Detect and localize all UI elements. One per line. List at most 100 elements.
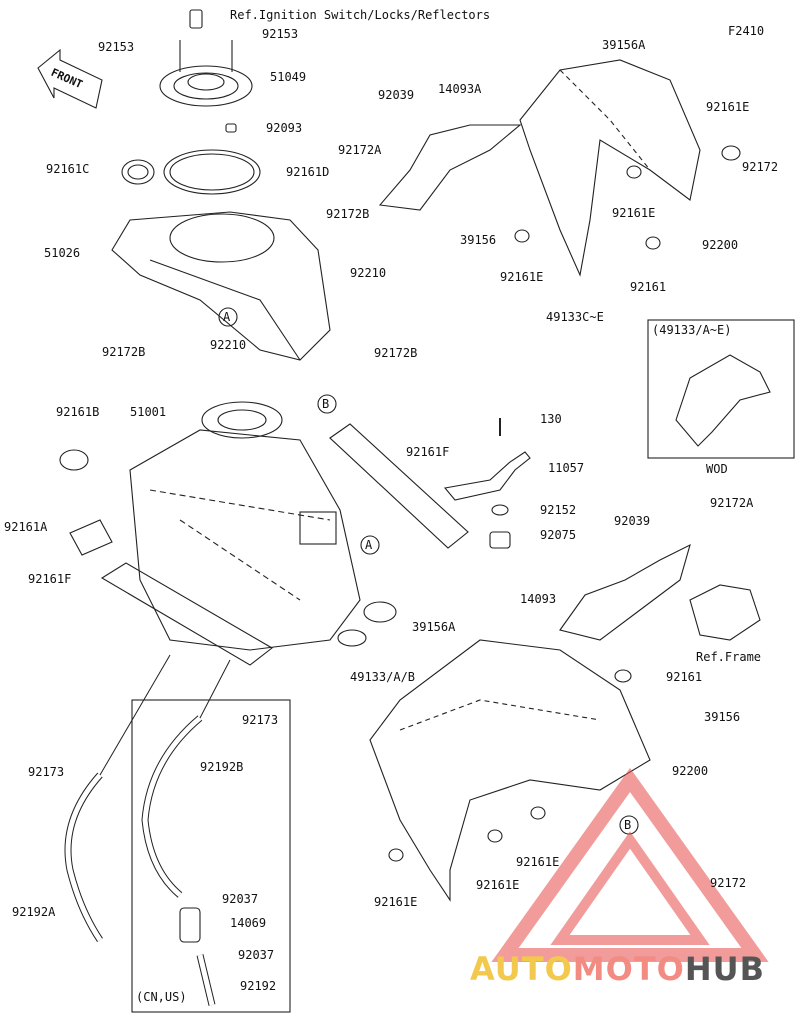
callout-a: A bbox=[365, 538, 373, 552]
part-label: 92161E bbox=[500, 270, 544, 284]
part-label: 39156 bbox=[460, 233, 497, 247]
part-label: 92161C bbox=[46, 162, 90, 176]
part-label: 92161B bbox=[56, 405, 100, 419]
part-label: 14093A bbox=[438, 82, 482, 96]
part-label: 92200 bbox=[702, 238, 739, 252]
tank-cover-51026 bbox=[111, 211, 331, 361]
grommet-92161E-r2 bbox=[626, 165, 642, 179]
callout-b: B bbox=[322, 397, 330, 411]
part-label: 92153 bbox=[98, 40, 135, 54]
washer-92152 bbox=[491, 504, 509, 516]
part-label: 92161F bbox=[406, 445, 450, 459]
part-label: 92161A bbox=[4, 520, 48, 534]
part-label: 92039 bbox=[378, 88, 415, 102]
part-label: 92161E bbox=[516, 855, 560, 869]
ref-note: Ref.Ignition Switch/Locks/Reflectors bbox=[230, 8, 491, 22]
part-label: 92161D bbox=[286, 165, 330, 179]
shroud-49133-A-B bbox=[369, 639, 651, 902]
part-label: 92200 bbox=[672, 764, 709, 778]
part-label: 92161 bbox=[630, 280, 667, 294]
part-label: 14069 bbox=[230, 916, 267, 930]
grommet-92161E-r3 bbox=[514, 229, 530, 243]
part-label: 92172B bbox=[326, 207, 370, 221]
side-cover-14093 bbox=[559, 543, 691, 641]
part-label: 92173 bbox=[242, 713, 279, 727]
part-label: 51026 bbox=[44, 246, 81, 260]
watermark-logo-icon bbox=[491, 767, 769, 962]
fuel-tank-51001 bbox=[129, 401, 397, 651]
inset-title: (49133/A~E) bbox=[652, 323, 732, 337]
part-label: 92210 bbox=[350, 266, 387, 280]
part-label: 92172 bbox=[710, 876, 747, 890]
watermark-auto: AUTO bbox=[470, 950, 573, 988]
part-label: 92093 bbox=[266, 121, 303, 135]
part-label: 39156A bbox=[602, 38, 646, 52]
part-label: 92172 bbox=[742, 160, 779, 174]
part-label: 92172A bbox=[338, 143, 382, 157]
inset-box bbox=[647, 319, 795, 459]
part-label: 39156A bbox=[412, 620, 456, 634]
damper-92161F-left bbox=[100, 562, 273, 666]
filler-seal-92161D bbox=[163, 149, 261, 195]
gasket-92161C bbox=[121, 159, 155, 185]
part-label: 92192 bbox=[240, 979, 277, 993]
inset-shroud bbox=[675, 354, 771, 447]
part-label: 92161E bbox=[706, 100, 750, 114]
part-label: 92161F bbox=[28, 572, 72, 586]
part-label: 49133/A/B bbox=[350, 670, 416, 684]
part-label: 11057 bbox=[548, 461, 585, 475]
part-label: 92172B bbox=[374, 346, 418, 360]
part-label: 92161E bbox=[374, 895, 418, 909]
grommet-92161B bbox=[59, 449, 89, 471]
side-cover-14093A bbox=[378, 124, 522, 211]
watermark-moto: MOTO bbox=[572, 950, 685, 988]
frame-ref bbox=[689, 584, 761, 641]
part-label: 92172A bbox=[710, 496, 754, 510]
part-label: 92161E bbox=[476, 878, 520, 892]
part-label: 92161E bbox=[612, 206, 656, 220]
cn-us-note: (CN,US) bbox=[136, 990, 187, 1004]
part-label: 49133C~E bbox=[546, 310, 604, 324]
callout-circles bbox=[218, 307, 639, 835]
grommet-92161E-b2 bbox=[487, 829, 503, 843]
part-label: 92210 bbox=[210, 338, 247, 352]
part-label: 92037 bbox=[222, 892, 259, 906]
grommet-92161E-r1 bbox=[721, 145, 741, 161]
pad-92161A bbox=[69, 519, 113, 556]
callout-b: B bbox=[624, 818, 632, 832]
part-label: 92172B bbox=[102, 345, 146, 359]
watermark-hub: HUB bbox=[684, 950, 766, 988]
grommet-92161E-b3 bbox=[530, 806, 546, 820]
diagram-code: F2410 bbox=[728, 24, 765, 38]
grommet-92161E-b1 bbox=[388, 848, 404, 862]
inset-caption: WOD bbox=[706, 462, 728, 476]
front-arrow-icon bbox=[37, 48, 103, 109]
ref-frame: Ref.Frame bbox=[696, 650, 762, 664]
part-label: 92192B bbox=[200, 760, 244, 774]
part-label: 92152 bbox=[540, 503, 577, 517]
part-label: 130 bbox=[540, 412, 562, 426]
part-label: 39156 bbox=[704, 710, 741, 724]
part-label: 92173 bbox=[28, 765, 65, 779]
part-label: 92153 bbox=[262, 27, 299, 41]
part-label: 14093 bbox=[520, 592, 557, 606]
fuel-cap-assembly bbox=[159, 9, 253, 133]
cn-us-box bbox=[131, 699, 291, 1013]
watermark: AUTOMOTOHUB bbox=[470, 950, 765, 988]
part-label: 92037 bbox=[238, 948, 275, 962]
grommet-92161-mid bbox=[614, 669, 632, 683]
part-label: 92039 bbox=[614, 514, 651, 528]
shroud-49133C-E bbox=[519, 59, 701, 277]
part-label: 51001 bbox=[130, 405, 167, 419]
collar-92075 bbox=[489, 531, 511, 549]
callout-a: A bbox=[223, 310, 231, 324]
damper-92161F-right bbox=[329, 423, 469, 549]
bracket-11057 bbox=[443, 451, 531, 501]
part-label: 51049 bbox=[270, 70, 307, 84]
part-label: 92075 bbox=[540, 528, 577, 542]
part-label: 92161 bbox=[666, 670, 703, 684]
filter-14069 bbox=[179, 907, 201, 943]
part-label: 92192A bbox=[12, 905, 56, 919]
